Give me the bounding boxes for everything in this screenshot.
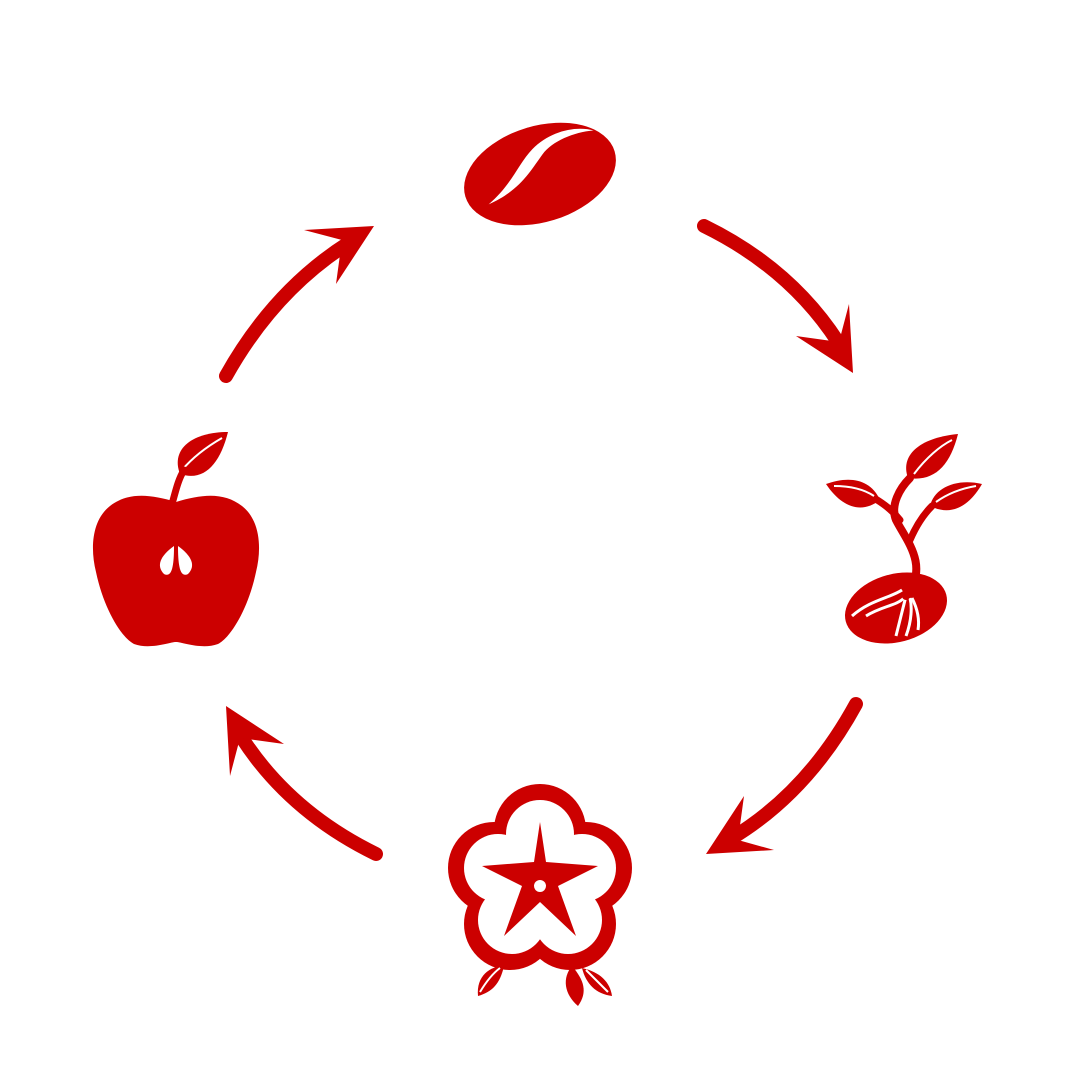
flower-icon xyxy=(448,784,632,1006)
arrow-sprout-to-flower xyxy=(706,697,863,854)
sprout-icon xyxy=(826,434,982,644)
arrow-seed-to-sprout xyxy=(697,219,853,373)
seed-icon xyxy=(464,122,616,226)
arrow-fruit-to-seed xyxy=(219,226,374,383)
arrow-flower-to-fruit xyxy=(226,706,383,861)
apple-icon xyxy=(92,432,260,647)
